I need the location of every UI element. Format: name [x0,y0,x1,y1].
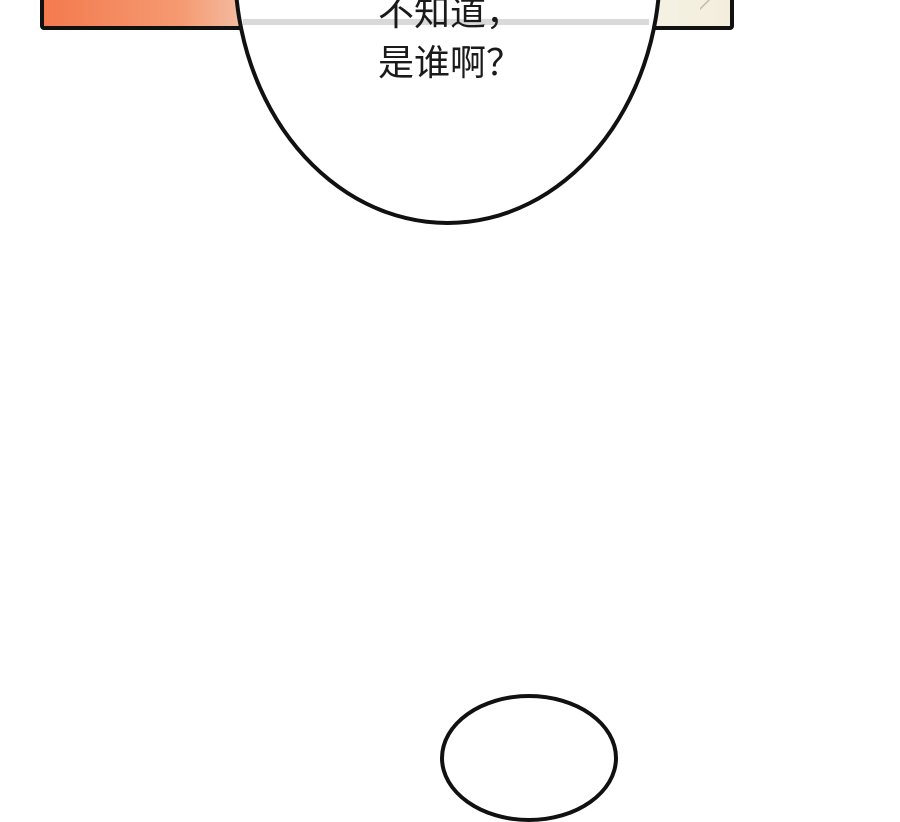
panel-shadow-strip [243,19,649,25]
speech-line-1: 不知道， [377,0,522,34]
speech-bubble-bottom [440,694,618,822]
paper-fold [700,0,730,24]
speech-line-2: 是谁啊？ [377,43,522,84]
